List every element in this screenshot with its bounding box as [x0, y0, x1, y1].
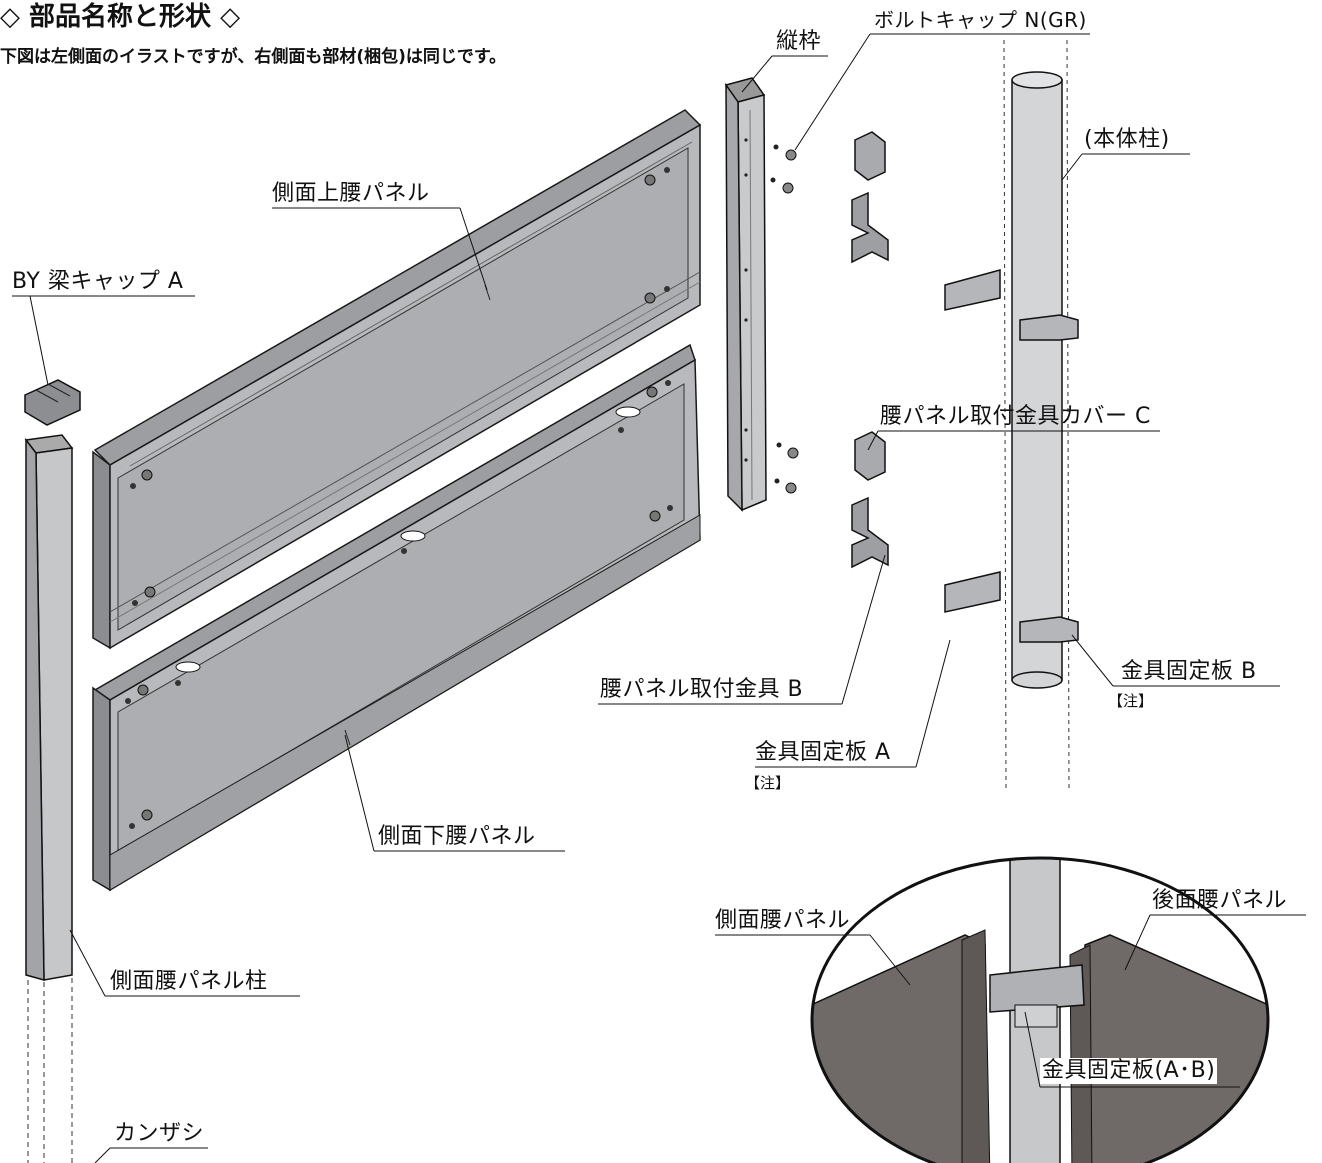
- label-upper-panel: 側面上腰パネル: [272, 181, 430, 206]
- label-lower-panel: 側面下腰パネル: [378, 824, 536, 849]
- label-plate-b: 金具固定板 B: [1121, 659, 1257, 684]
- label-tate-waku: 縦枠: [776, 29, 822, 54]
- fixing-plates: [944, 269, 1079, 643]
- bracket-b: [851, 191, 889, 569]
- vertical-frame: [724, 77, 767, 512]
- label-bracket-cover: 腰パネル取付金具カバー C: [880, 404, 1151, 429]
- side-panel-post: [24, 434, 74, 1163]
- page-title: ◇ 部品名称と形状 ◇: [0, 2, 241, 32]
- label-bracket-b: 腰パネル取付金具 B: [600, 677, 804, 702]
- leader-lines: [12, 33, 1306, 1163]
- label-side-panel: 側面腰パネル: [715, 908, 851, 933]
- label-plate-a-note: 【注】: [745, 774, 791, 792]
- bolt-caps: [770, 144, 799, 494]
- label-main-post: (本体柱): [1084, 127, 1170, 152]
- label-plate-ab: 金具固定板(A･B): [1040, 1058, 1218, 1084]
- label-rear-panel: 後面腰パネル: [1152, 888, 1288, 913]
- bracket-cover-c: [854, 131, 886, 481]
- upper-side-panel: [92, 109, 702, 650]
- lower-side-panel: [92, 343, 701, 892]
- label-plate-b-note: 【注】: [1108, 692, 1154, 710]
- main-post: [1003, 39, 1070, 791]
- label-kanzashi: カンザシ: [114, 1121, 205, 1146]
- label-panel-post: 側面腰パネル柱: [110, 969, 268, 994]
- label-beam-cap: BY 梁キャップ A: [12, 269, 184, 294]
- label-plate-a: 金具固定板 A: [755, 740, 891, 765]
- beam-cap-a: [24, 379, 81, 426]
- page-subtitle: 下図は左側面のイラストですが、右側面も部材(梱包)は同じです。: [0, 47, 507, 67]
- label-bolt-cap: ボルトキャップ N(GR): [874, 8, 1087, 32]
